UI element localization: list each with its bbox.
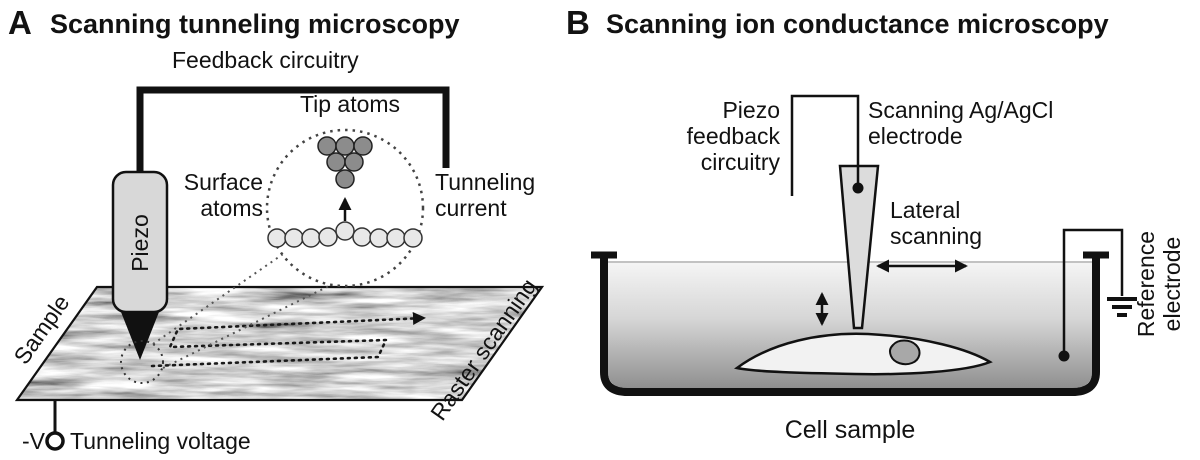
- panel-b-letter: B: [566, 4, 590, 41]
- lateral-scanning-label-line2: scanning: [890, 223, 982, 249]
- surface-atoms-label-line2: atoms: [200, 195, 263, 221]
- scanning-electrode-label-line1: Scanning Ag/AgCl: [868, 97, 1053, 123]
- tip-region-callout-circle: [120, 340, 164, 384]
- surface-atom: [301, 228, 321, 248]
- surface-atom: [369, 228, 389, 248]
- sample-surface-outline: [14, 285, 545, 402]
- tip-atom: [335, 136, 355, 156]
- piezo-feedback-label-line1: Piezo: [722, 97, 780, 123]
- panel-a-stm: A Scanning tunneling microscopy Feedback…: [8, 4, 545, 454]
- tip-atoms-cluster: [317, 136, 373, 189]
- scanning-electrode-pipette: [838, 164, 880, 330]
- reference-electrode-label-line2: electrode: [1159, 237, 1185, 332]
- tip-atom: [326, 152, 346, 172]
- tunneling-voltage-label: Tunneling voltage: [70, 428, 251, 454]
- voltage-terminal-icon: [45, 431, 65, 451]
- raster-scan-path: [150, 312, 426, 368]
- surface-atoms-row: [267, 221, 423, 248]
- tunneling-current-label-line2: current: [435, 195, 507, 221]
- tunneling-current-label-line1: Tunneling: [435, 169, 535, 195]
- panel-b-sicm: B Scanning ion conductance microscopy Pi…: [566, 4, 1185, 444]
- reference-electrode-wire: [1062, 228, 1124, 352]
- surface-atom: [386, 228, 406, 248]
- piezo-feedback-label-line3: circuitry: [701, 149, 781, 175]
- reference-electrode-dot: [1058, 350, 1070, 362]
- piezo-feedback-wire: [790, 94, 860, 196]
- tip-atom: [353, 136, 373, 156]
- tip-atom: [317, 136, 337, 156]
- surface-atom: [403, 228, 423, 248]
- callout-line-upper: [152, 251, 287, 345]
- surface-atom: [352, 227, 372, 247]
- petri-dish: [600, 255, 1100, 396]
- piezo-label: Piezo: [127, 214, 153, 272]
- lateral-scanning-label-line1: Lateral: [890, 197, 960, 223]
- feedback-loop-wire: [136, 86, 450, 176]
- tip-atoms-label: Tip atoms: [300, 91, 400, 117]
- scanning-electrode-label-line2: electrode: [868, 123, 963, 149]
- surface-atom: [284, 228, 304, 248]
- electrode-connection-dot: [852, 182, 864, 194]
- cell-body: [733, 332, 993, 376]
- tip-atom: [335, 169, 355, 189]
- ground-icon: [1107, 297, 1137, 317]
- surface-atom: [335, 221, 355, 241]
- feedback-circuitry-label: Feedback circuitry: [172, 47, 359, 73]
- surface-atom: [318, 227, 338, 247]
- piezo-feedback-label-line2: feedback: [687, 123, 781, 149]
- panel-a-letter: A: [8, 4, 32, 41]
- surface-atoms-label-line1: Surface: [184, 169, 263, 195]
- reference-electrode-label-line1: Reference: [1133, 231, 1159, 337]
- panel-a-title: Scanning tunneling microscopy: [50, 9, 460, 39]
- surface-atom: [267, 228, 287, 248]
- voltage-symbol-label: -V: [22, 428, 46, 454]
- cell-sample-label: Cell sample: [785, 416, 916, 444]
- stm-tip: [121, 312, 159, 360]
- cell-nucleus: [888, 339, 921, 366]
- panel-b-title: Scanning ion conductance microscopy: [606, 9, 1109, 39]
- tip-atom: [344, 152, 364, 172]
